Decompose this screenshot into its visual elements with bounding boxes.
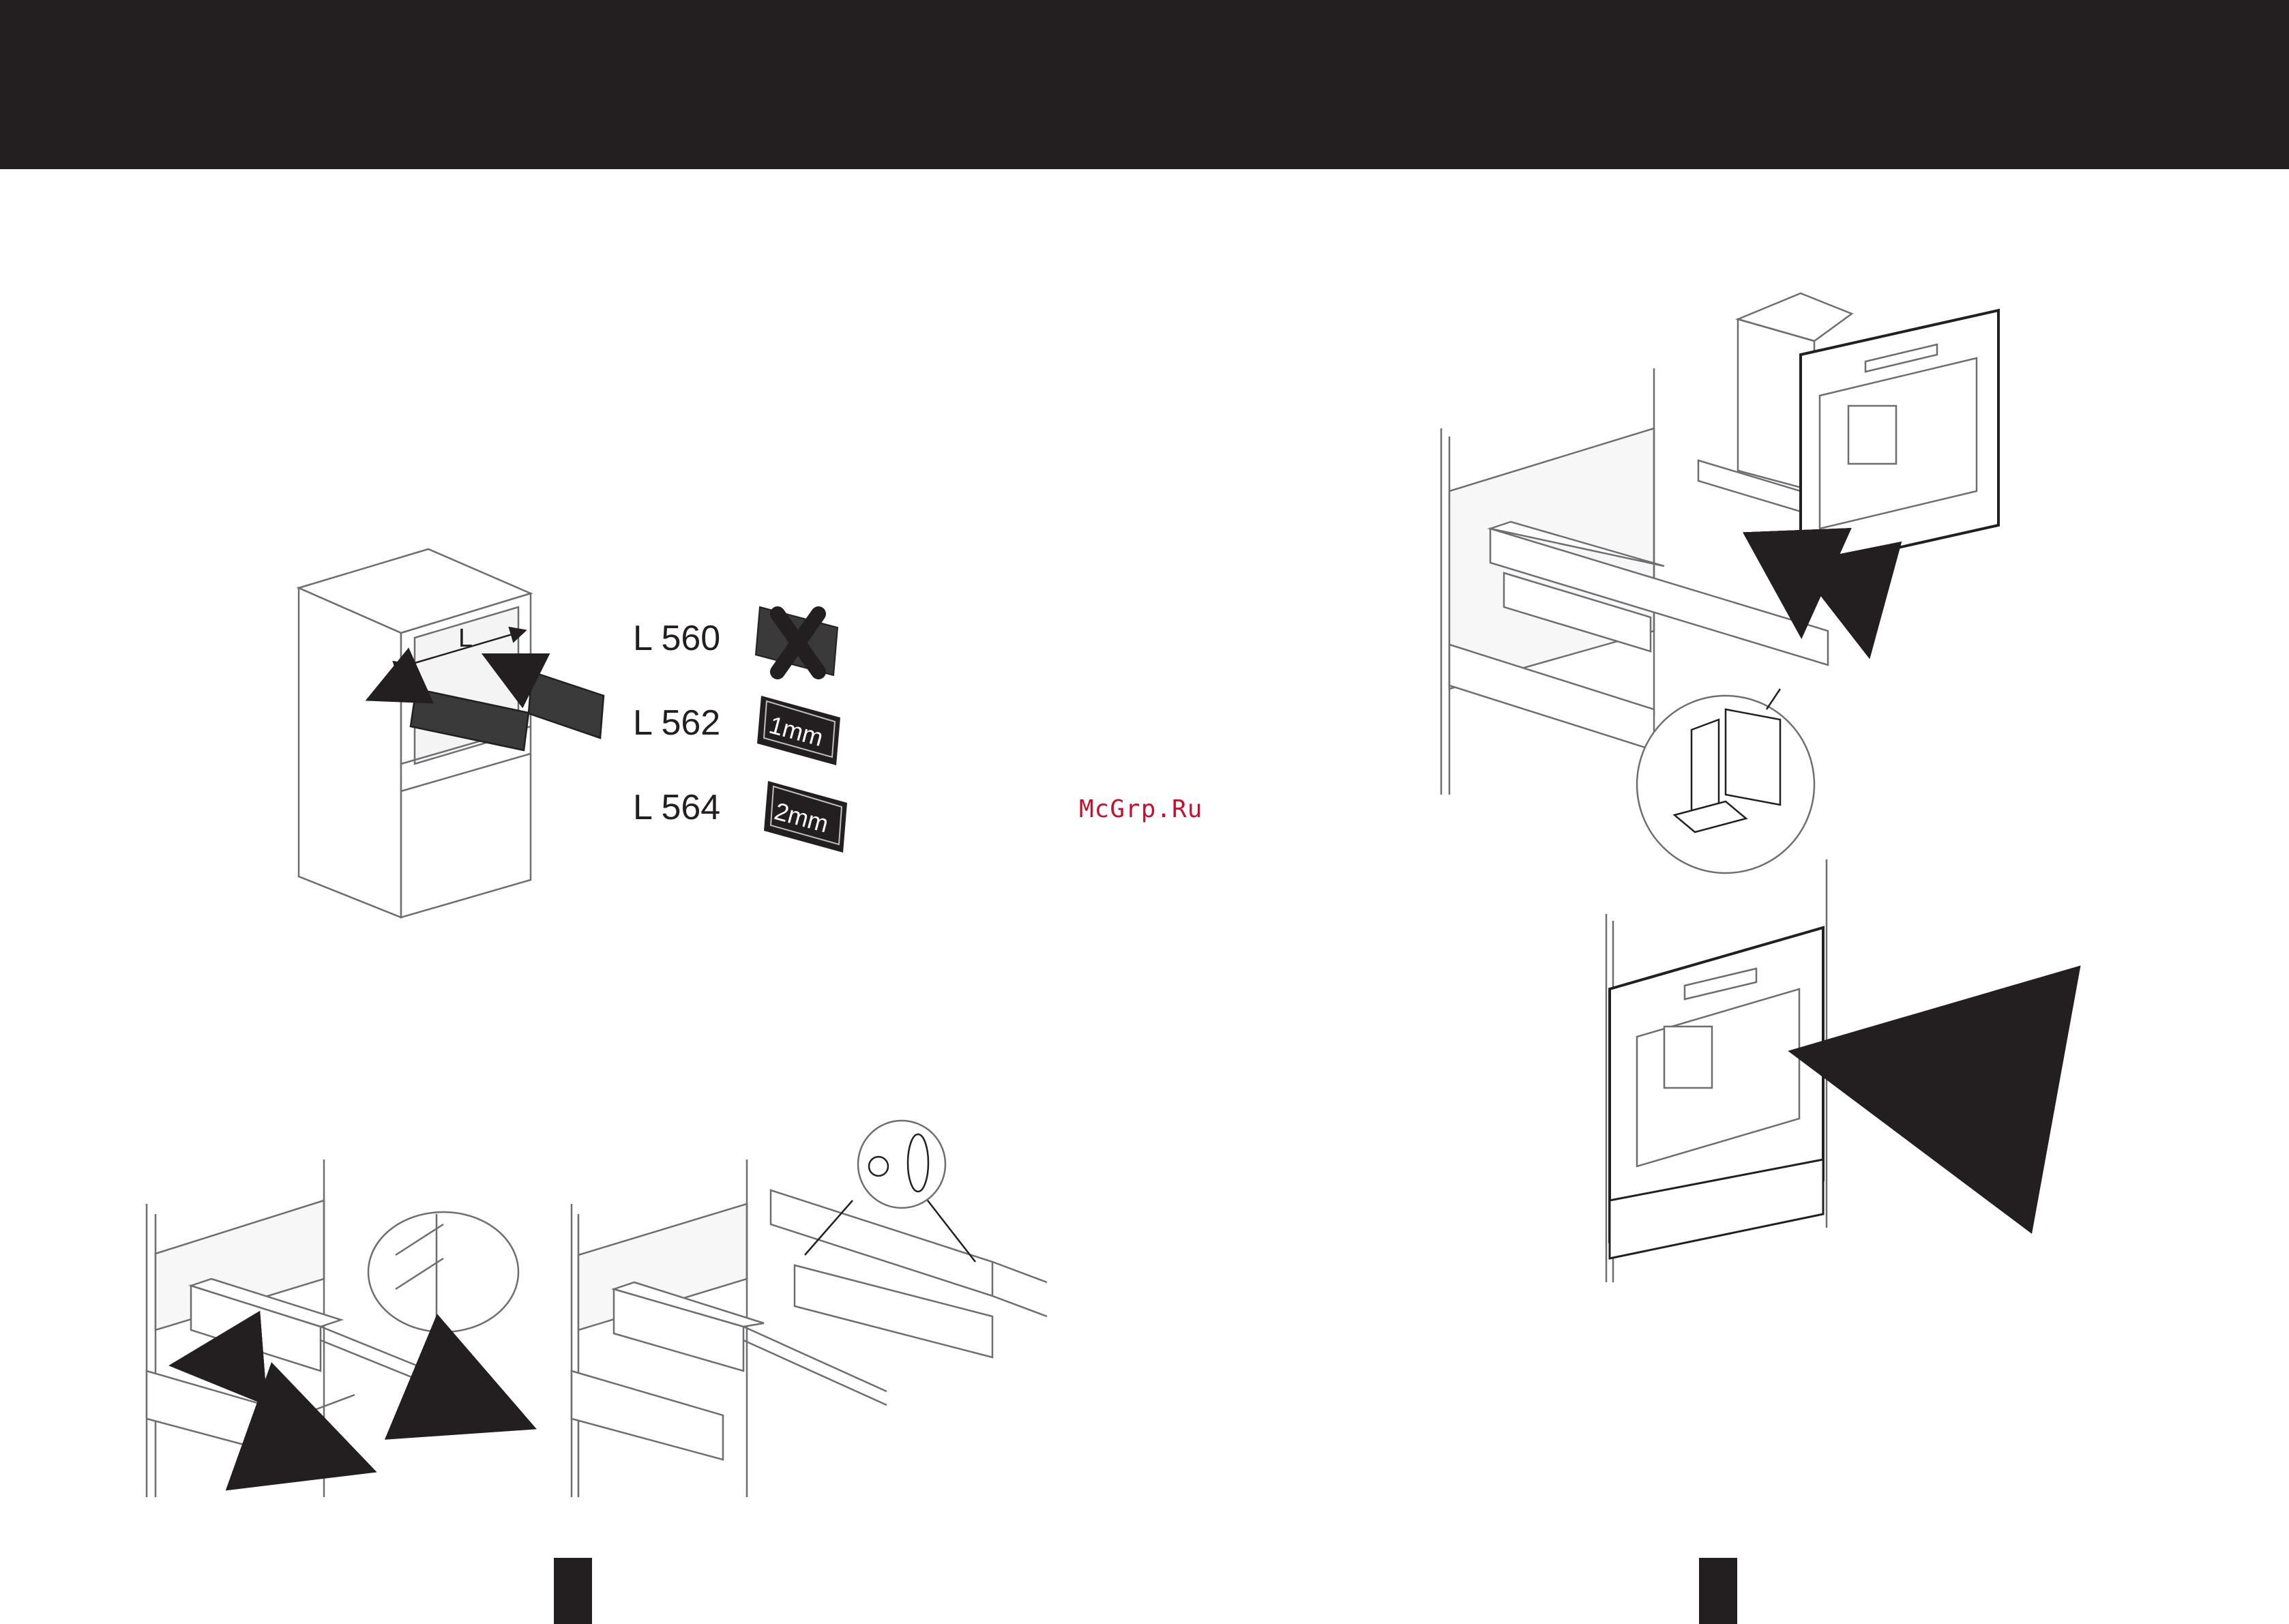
rail-installation-right: [572, 1121, 1047, 1497]
rail-installation-left: [147, 1160, 518, 1497]
spacer-badge-l560: [756, 607, 838, 675]
spacer-label-l562: L 562: [633, 705, 720, 741]
spacer-label-l560: L 560: [633, 621, 720, 656]
installed-appliance-diagram: [1606, 859, 1917, 1282]
page-tab-right: [1699, 1558, 1737, 1624]
spacer-badge-l562: 1mm: [757, 696, 840, 765]
spacer-badge-l564: 2mm: [764, 781, 847, 853]
page-tab-left: [554, 1558, 592, 1624]
appliance-insertion-diagram: [1441, 293, 1998, 873]
watermark: McGrp.Ru: [1079, 795, 1202, 823]
cabinet-dimension-label: L: [458, 624, 473, 653]
cabinet-spacer-diagram: [299, 549, 604, 917]
spacer-label-l564: L 564: [633, 790, 720, 825]
